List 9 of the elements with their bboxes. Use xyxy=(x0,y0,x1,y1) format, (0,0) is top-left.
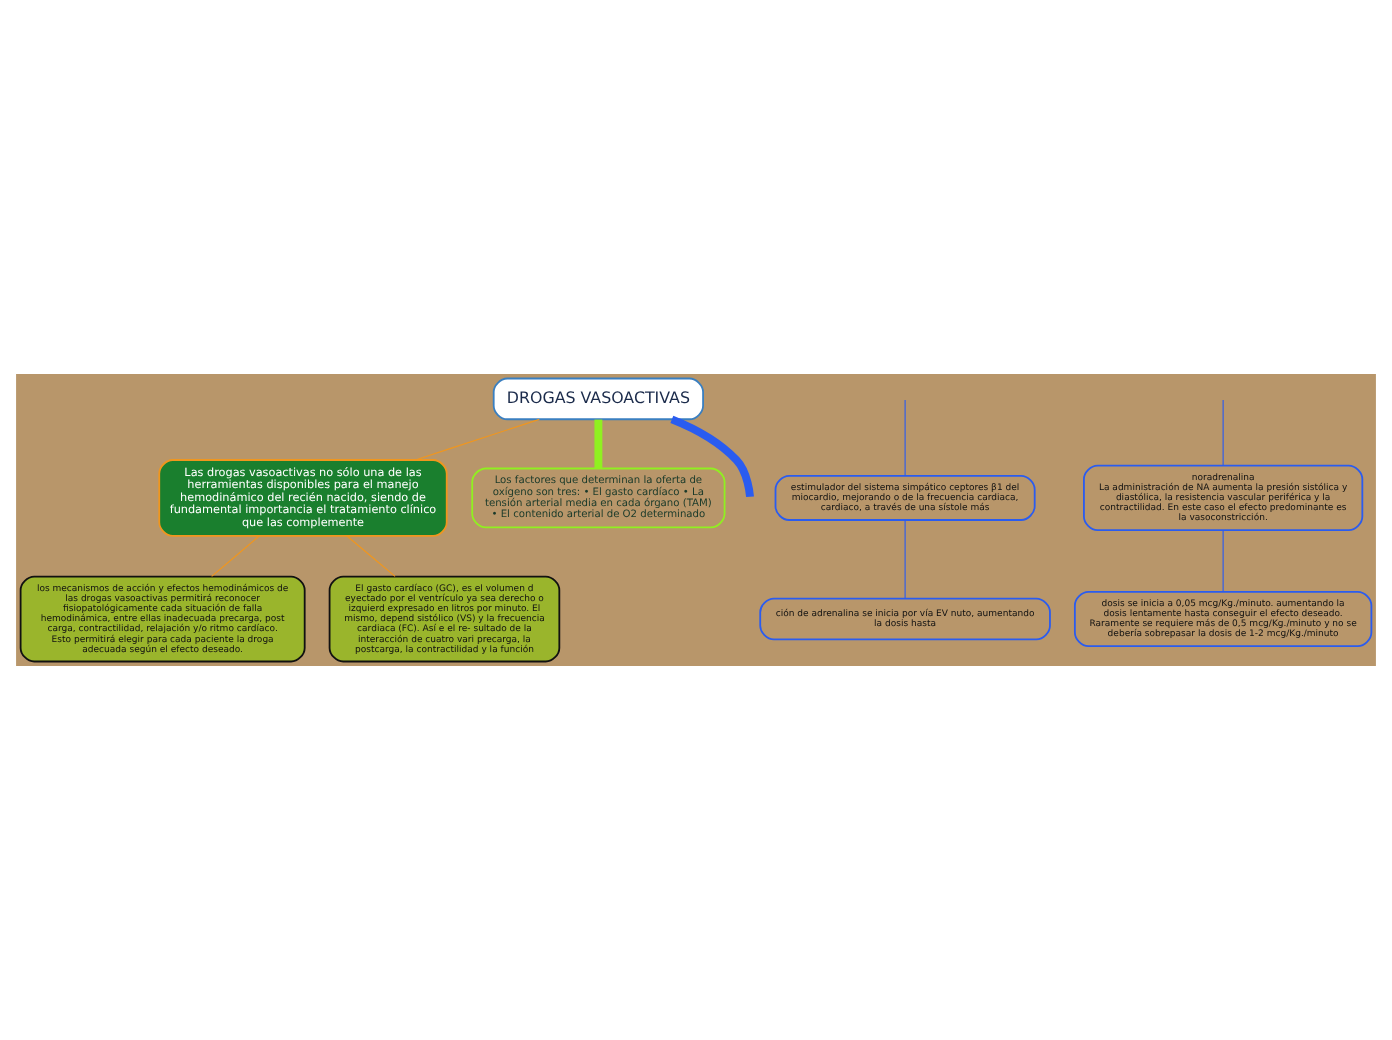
connector xyxy=(670,415,754,498)
connector xyxy=(594,419,603,469)
connector xyxy=(211,535,260,577)
connector xyxy=(414,418,540,461)
connector xyxy=(904,519,906,599)
connector xyxy=(1222,399,1224,466)
connector xyxy=(904,399,906,476)
connector xyxy=(1222,529,1224,593)
connector xyxy=(346,535,396,577)
